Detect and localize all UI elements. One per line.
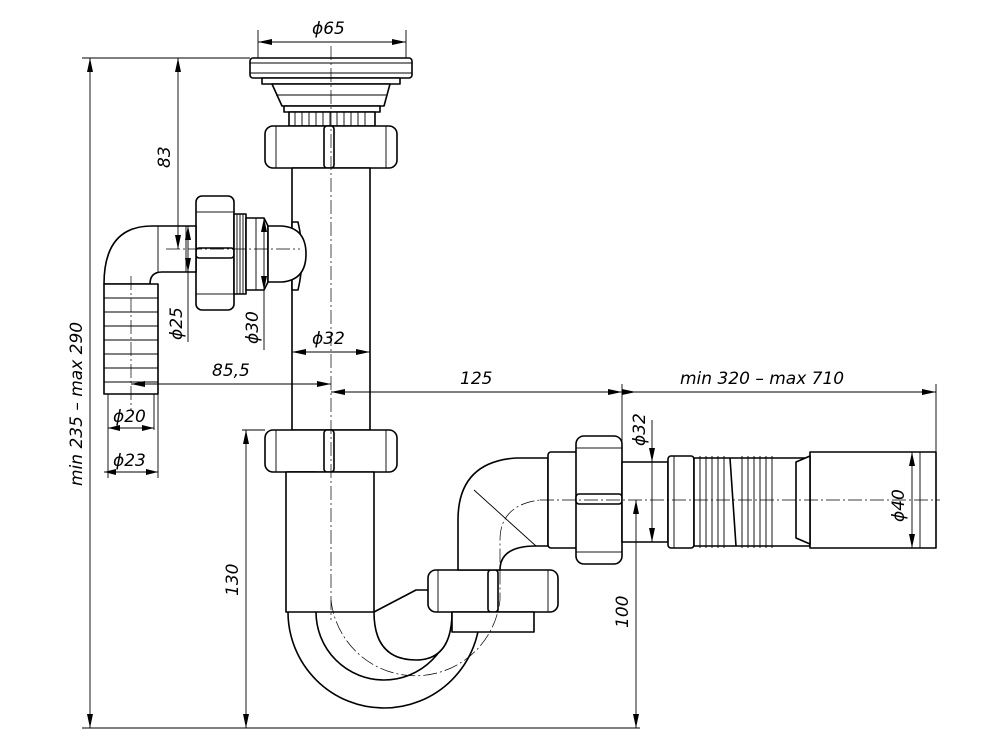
dim-diameter-32-vertical: ϕ32: [312, 329, 345, 349]
dim-diameter-40: ϕ40: [889, 489, 909, 522]
dim-height-130: 130: [223, 564, 243, 596]
dim-diameter-30: ϕ30: [243, 311, 263, 344]
side-inlet-nut: [195, 195, 235, 311]
dim-diameter-25: ϕ25: [167, 307, 187, 340]
dim-length-85-5: 85,5: [212, 361, 250, 381]
trap-union-nut: [427, 569, 559, 633]
dim-height-range: min 235 – max 290: [67, 322, 87, 486]
side-inlet-elbow: [103, 225, 197, 285]
dim-hose-range: min 320 – max 710: [680, 369, 844, 389]
dim-length-83: 83: [155, 146, 175, 168]
trap-body: [285, 471, 481, 709]
dim-height-100: 100: [613, 596, 633, 628]
dim-diameter-20: ϕ20: [113, 407, 146, 427]
outlet-pipe: [621, 455, 695, 549]
dimension-lines: [82, 30, 937, 729]
corrugated-hose: [693, 456, 811, 548]
dim-length-125: 125: [460, 369, 492, 389]
dim-diameter-23: ϕ23: [113, 451, 146, 471]
trap-outlet-elbow: [457, 457, 549, 571]
side-inlet-thread: [233, 213, 307, 295]
dim-diameter-65: ϕ65: [312, 19, 345, 39]
dim-diameter-32-outlet: ϕ32: [630, 413, 650, 446]
